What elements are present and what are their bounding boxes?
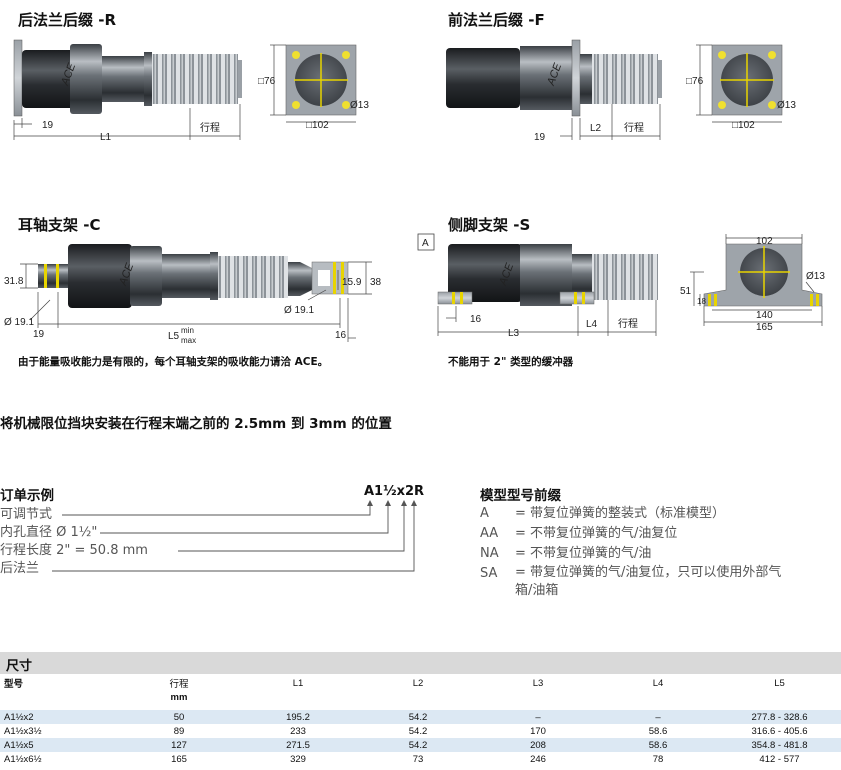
header-L3: L3: [532, 677, 544, 689]
stop-note: 将机械限位挡块安装在行程末端之前的 2.5mm 到 3mm 的位置: [0, 416, 392, 432]
dim-clevis-L5: L5: [168, 331, 180, 342]
prefix-item-AA: AA = 不带复位弹簧的气/油复位: [480, 526, 678, 541]
dim-foot-18: 18: [697, 297, 706, 306]
side-foot-end-drawing: 102 Ø13 51 18 140 165: [680, 234, 825, 333]
table-title: 尺寸: [6, 659, 33, 674]
label-A: A: [422, 238, 429, 249]
header-L4: L4: [652, 677, 664, 689]
dim-front-19: 19: [534, 132, 546, 143]
dim-foot-102: 102: [756, 236, 773, 247]
prefix-list: A = 带复位弹簧的整装式（标准模型） AA = 不带复位弹簧的气/油复位 NA…: [480, 504, 795, 600]
clevis-note: 由于能量吸收能力是有限的，每个耳轴支架的吸收能力请洽 ACE。: [18, 356, 329, 368]
order-line: 后法兰: [0, 561, 40, 576]
dim-rear-dia13: Ø13: [350, 100, 369, 111]
heading-side-foot: 侧脚支架 -S: [448, 216, 531, 234]
prefix-item-NA: NA = 不带复位弹簧的气/油: [480, 546, 652, 561]
dim-foot-165: 165: [756, 322, 773, 333]
order-example-title: 订单示例: [0, 488, 54, 504]
table-header-row: 型号 行程 L1 L2 L3 L4 L5: [0, 676, 841, 691]
rear-flange-side-drawing: ACE 19 L1 行程: [13, 39, 242, 143]
dim-front-stroke: 行程: [624, 121, 644, 134]
dim-clevis-159: 15.9: [342, 277, 362, 288]
prefix-item-A: A = 带复位弹簧的整装式（标准模型）: [480, 506, 726, 521]
table-title-bar: 尺寸: [0, 652, 841, 674]
dim-foot-140: 140: [756, 310, 773, 321]
clevis-side-drawing: ACE 31.8 Ø 19.1 19 L5 min max 15.9 38 Ø …: [4, 244, 382, 345]
heading-rear-flange: 后法兰后缀 -R: [18, 11, 116, 29]
dim-clevis-dia191b: Ø 19.1: [284, 305, 314, 316]
foot-note: 不能用于 2" 类型的缓冲器: [448, 356, 574, 368]
side-foot-side-drawing: A ACE 16 L3 L4 行程: [417, 233, 658, 339]
dim-front-dia13: Ø13: [777, 100, 796, 111]
dim-foot-L3: L3: [508, 328, 520, 339]
table-row: A1½x2 50 195.2 54.2 – – 277.8 - 328.6: [0, 710, 841, 724]
dim-rear-L1: L1: [100, 132, 112, 143]
prefix-item-SA: SA = 带复位弹簧的气/油复位，只可以使用外部气箱/油箱: [480, 565, 782, 598]
order-line: 内孔直径 Ø 1½": [0, 525, 98, 540]
dim-clevis-38: 38: [370, 277, 382, 288]
dim-foot-16: 16: [470, 314, 482, 325]
dim-clevis-min: min: [181, 326, 194, 335]
dim-foot-51: 51: [680, 286, 692, 297]
header-stroke: 行程: [169, 679, 189, 690]
header-L5: L5: [774, 677, 785, 689]
table-row: A1½x3½ 89 233 54.2 170 58.6 316.6 - 405.…: [4, 725, 808, 737]
front-flange-side-drawing: ACE 19 L2 行程: [446, 39, 662, 143]
dim-clevis-318: 31.8: [4, 276, 24, 287]
header-stroke-unit: mm: [170, 691, 188, 703]
dim-front-sq76: □76: [686, 76, 704, 87]
dim-rear-19: 19: [42, 120, 54, 131]
dim-foot-dia13: Ø13: [806, 271, 825, 282]
dim-clevis-max: max: [181, 336, 196, 345]
dim-clevis-dia191a: Ø 19.1: [4, 317, 34, 328]
order-code: A1½x2R: [364, 484, 425, 499]
header-L2: L2: [412, 677, 424, 689]
rear-flange-end-drawing: □76 □102 Ø13: [258, 44, 369, 131]
order-line: 行程长度 2" = 50.8 mm: [0, 543, 148, 558]
dim-clevis-16: 16: [335, 330, 347, 341]
dim-rear-stroke: 行程: [200, 121, 220, 134]
dim-foot-stroke: 行程: [618, 317, 638, 330]
prefix-title: 模型型号前缀: [480, 488, 561, 504]
dimensions-table: 型号 行程 L1 L2 L3 L4 L5 mm A1½x2 50 195.2 5…: [0, 676, 841, 766]
order-lines: 可调节式 内孔直径 Ø 1½" 行程长度 2" = 50.8 mm 后法兰: [0, 506, 148, 578]
dim-rear-sq102: □102: [306, 120, 329, 131]
table-row: A1½x6½ 165 329 73 246 78 412 - 577: [4, 753, 800, 765]
order-line: 可调节式: [0, 507, 53, 522]
header-model: 型号: [4, 679, 24, 690]
dim-rear-sq76: □76: [258, 76, 276, 87]
heading-clevis: 耳轴支架 -C: [18, 216, 101, 234]
dim-front-L2: L2: [590, 123, 602, 134]
dim-front-sq102: □102: [732, 120, 755, 131]
table-row: A1½x5 127 271.5 54.2 208 58.6 354.8 - 48…: [0, 738, 841, 752]
front-flange-end-drawing: □76 □102 Ø13: [686, 44, 796, 131]
table-unit-row: mm: [0, 690, 841, 704]
header-L1: L1: [292, 677, 304, 689]
dim-foot-L4: L4: [586, 319, 598, 330]
heading-front-flange: 前法兰后缀 -F: [448, 11, 545, 29]
dim-clevis-19: 19: [33, 329, 45, 340]
